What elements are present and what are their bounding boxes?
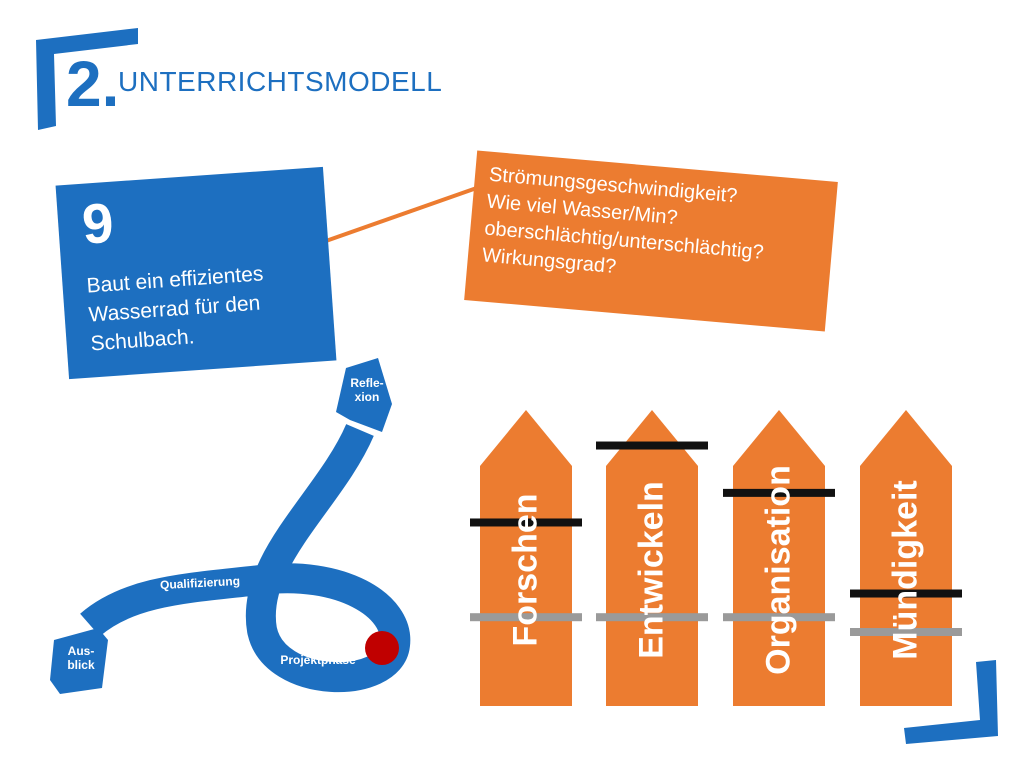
page-title: UNTERRICHTSMODELL <box>118 66 443 97</box>
fence-picket <box>733 410 825 706</box>
fence-picket <box>606 410 698 706</box>
position-marker <box>365 631 399 665</box>
baseline-bar <box>850 628 962 636</box>
picket-label: Organisation <box>759 465 798 675</box>
baseline-bar <box>723 613 835 622</box>
fence-picket <box>480 410 572 706</box>
stage-label-outlook: Aus- blick <box>67 644 95 672</box>
outlook-arrow <box>50 628 108 694</box>
section-number: 2. <box>66 48 120 120</box>
corner-bracket-top-left <box>36 28 138 130</box>
reflection-arrow <box>336 358 392 432</box>
level-bar <box>596 441 708 450</box>
level-bar <box>470 518 582 527</box>
stage-label-project-phase: Projektphase <box>280 653 356 667</box>
stage-label-reflection: Refle- xion <box>350 376 384 404</box>
corner-bracket-bottom-right <box>904 660 998 744</box>
level-bar <box>850 589 962 598</box>
level-bar <box>723 488 835 497</box>
picket-label: Forschen <box>506 493 545 647</box>
baseline-bar <box>596 613 708 622</box>
baseline-bar <box>470 613 582 622</box>
picket-label: Mündigkeit <box>886 480 925 660</box>
picket-label: Entwickeln <box>632 481 671 659</box>
